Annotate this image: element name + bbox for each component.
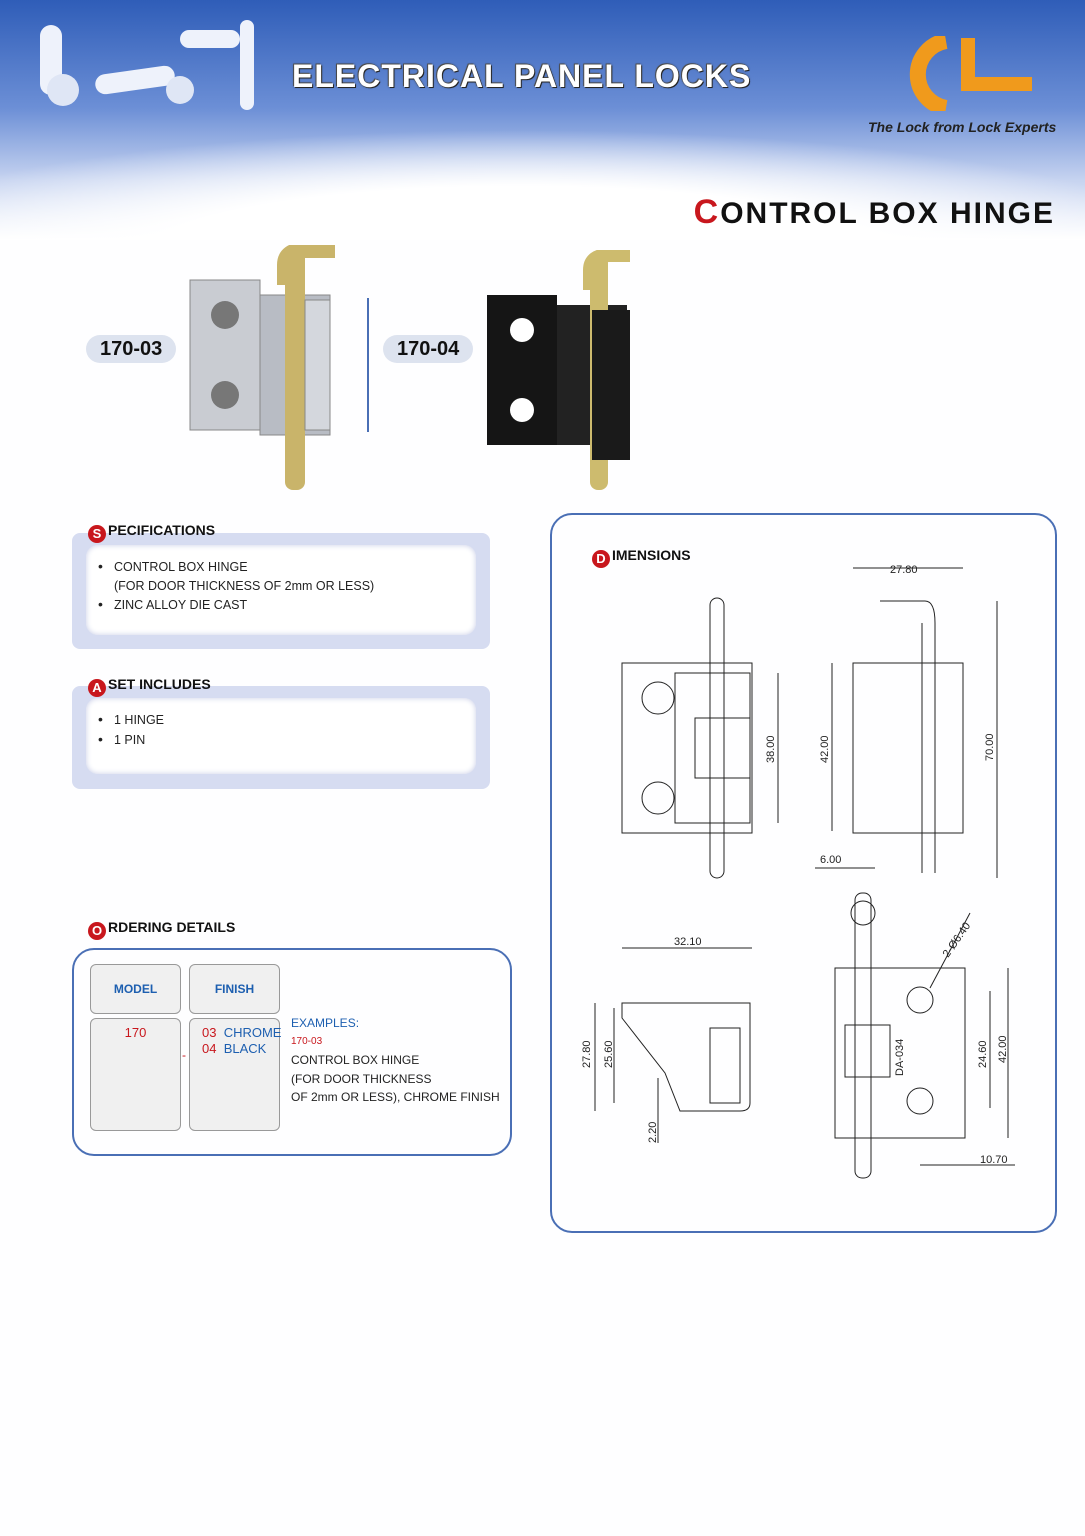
header-banner: ELECTRICAL PANEL LOCKS The Lock from Loc… xyxy=(0,0,1085,240)
finish-header: FINISH xyxy=(189,964,280,1014)
svg-text:32.10: 32.10 xyxy=(674,936,702,948)
black-hinge-image xyxy=(487,250,630,490)
svg-text:27.80: 27.80 xyxy=(581,1040,593,1068)
svg-text:10.70: 10.70 xyxy=(980,1154,1008,1166)
company-logo xyxy=(909,36,1032,111)
dimensions-box xyxy=(550,513,1057,1233)
svg-text:42.00: 42.00 xyxy=(997,1035,1009,1063)
finish-option: 03 CHROME xyxy=(202,1025,282,1040)
svg-text:27.80: 27.80 xyxy=(890,564,918,576)
model-header: MODEL xyxy=(90,964,181,1014)
svg-text:70.00: 70.00 xyxy=(984,733,996,761)
model-value: 170 xyxy=(90,1018,181,1131)
tagline: The Lock from Lock Experts xyxy=(868,119,1057,135)
spec-item: (FOR DOOR THICKNESS OF 2mm OR LESS) xyxy=(114,578,375,593)
spec-item: CONTROL BOX HINGE xyxy=(98,557,476,577)
svg-text:2-Ø6.40: 2-Ø6.40 xyxy=(941,920,974,959)
svg-text:2.20: 2.20 xyxy=(647,1122,659,1143)
ordering-details-box: MODEL FINISH 170 - 03 CHROME 04 BLACK EX… xyxy=(72,948,512,1156)
separator: - xyxy=(182,1048,186,1062)
examples: EXAMPLES: 170-03 CONTROL BOX HINGE (FOR … xyxy=(291,1016,500,1104)
set-item: 1 HINGE xyxy=(98,710,476,730)
lock-handles-image xyxy=(40,20,254,110)
page-title: CONTROL BOX HINGE xyxy=(693,193,1055,231)
product-divider xyxy=(367,298,369,432)
model-badge: 170-03 xyxy=(86,335,177,363)
specifications-panel: CONTROL BOX HINGE(FOR DOOR THICKNESS OF … xyxy=(72,533,490,649)
chrome-hinge-image xyxy=(189,245,335,490)
dimension-drawings: 38.00 27.80 42.00 70.00 6.00 32.10 27.80… xyxy=(581,564,1015,1179)
svg-text:6.00: 6.00 xyxy=(820,854,841,866)
banner-title: ELECTRICAL PANEL LOCKS xyxy=(292,58,752,94)
finish-values: 03 CHROME 04 BLACK xyxy=(189,1018,282,1131)
svg-text:42.00: 42.00 xyxy=(819,735,831,763)
svg-text:24.60: 24.60 xyxy=(977,1040,989,1068)
svg-text:25.60: 25.60 xyxy=(603,1040,615,1068)
svg-text:38.00: 38.00 xyxy=(765,735,777,763)
model-badge: 170-04 xyxy=(383,335,474,363)
finish-option: 04 BLACK xyxy=(202,1041,267,1056)
svg-text:DA-034: DA-034 xyxy=(894,1039,906,1076)
set-item: 1 PIN xyxy=(98,730,476,750)
spec-item: ZINC ALLOY DIE CAST xyxy=(98,595,476,615)
